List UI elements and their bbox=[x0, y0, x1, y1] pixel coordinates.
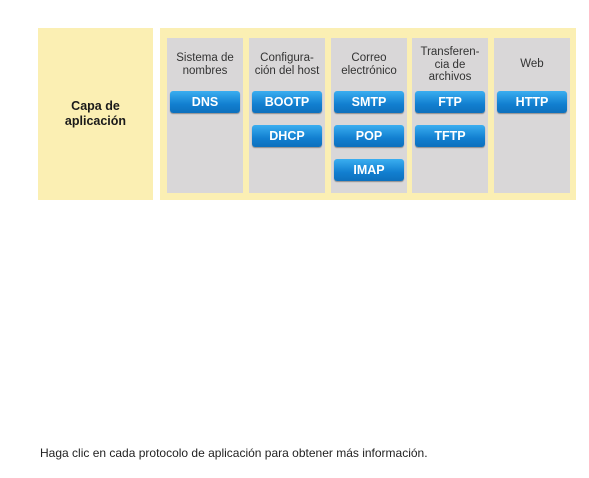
tftp-button[interactable]: TFTP bbox=[415, 125, 485, 147]
smtp-button[interactable]: SMTP bbox=[334, 91, 404, 113]
column-web: Web HTTP bbox=[494, 38, 570, 193]
column-title-email: Correo electrónico bbox=[341, 52, 397, 77]
pop-button[interactable]: POP bbox=[334, 125, 404, 147]
column-title-host-config: Configura- ción del host bbox=[254, 52, 320, 77]
column-title-web: Web bbox=[520, 58, 544, 70]
column-title-name-system: Sistema de nombres bbox=[176, 52, 234, 77]
instruction-text: Haga clic en cada protocolo de aplicació… bbox=[40, 446, 428, 460]
imap-button[interactable]: IMAP bbox=[334, 159, 404, 181]
column-title-file-transfer: Transferen- cia de archivos bbox=[420, 46, 480, 83]
dns-button[interactable]: DNS bbox=[170, 91, 240, 113]
bootp-button[interactable]: BOOTP bbox=[252, 91, 322, 113]
column-host-config: Configura- ción del host BOOTP DHCP bbox=[249, 38, 325, 193]
column-file-transfer: Transferen- cia de archivos FTP TFTP bbox=[412, 38, 488, 193]
application-layer-label: Capa de aplicación bbox=[64, 99, 127, 128]
column-name-system: Sistema de nombres DNS bbox=[167, 38, 243, 193]
column-email: Correo electrónico SMTP POP IMAP bbox=[331, 38, 407, 193]
application-layer-box: Capa de aplicación bbox=[38, 28, 153, 200]
http-button[interactable]: HTTP bbox=[497, 91, 567, 113]
ftp-button[interactable]: FTP bbox=[415, 91, 485, 113]
protocols-band: Sistema de nombres DNS Configura- ción d… bbox=[160, 28, 576, 200]
dhcp-button[interactable]: DHCP bbox=[252, 125, 322, 147]
